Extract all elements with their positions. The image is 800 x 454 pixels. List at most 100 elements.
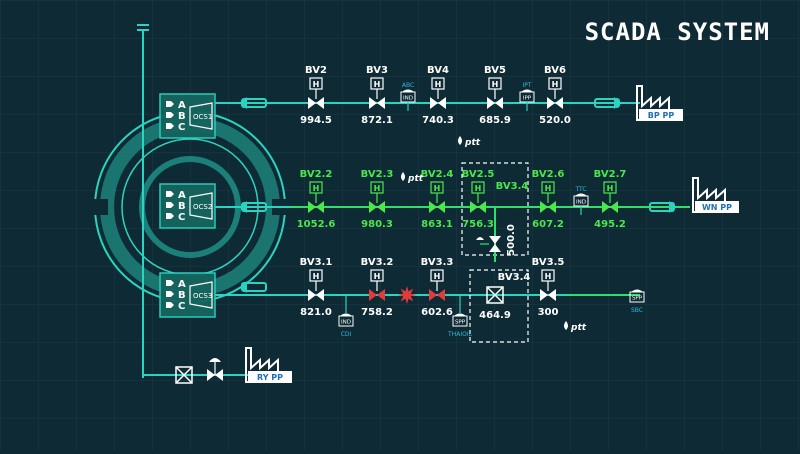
actuator-dome-icon — [209, 358, 221, 362]
page-title: SCADA SYSTEM — [584, 18, 770, 46]
block-valve-cross — [486, 286, 504, 304]
flow-direction-icon — [240, 281, 267, 293]
flow-arrow-icon — [166, 280, 174, 286]
ocs-id-label: OCS2 — [193, 203, 212, 211]
valve-value: 994.5 — [300, 115, 332, 126]
valve-value: 495.2 — [594, 219, 626, 230]
valve-label: BV2.6 — [532, 169, 565, 180]
bv34-section-box — [469, 269, 529, 343]
valve-actuator-letter: H — [374, 272, 381, 281]
valve-icon — [429, 201, 445, 213]
meter-box-label: IND — [341, 320, 351, 326]
meter-dome-icon — [521, 89, 533, 92]
valve-value: 300 — [538, 307, 559, 318]
valve-actuator-letter: H — [313, 184, 320, 193]
valve-icon — [369, 289, 385, 301]
valve-actuator-letter: H — [545, 272, 552, 281]
flow-arrow-icon — [166, 112, 174, 118]
ocs-panel-box — [159, 93, 216, 139]
block-valve-icon — [486, 286, 504, 304]
factory-icon — [692, 177, 726, 213]
valve-icon — [308, 289, 324, 301]
plant-label: WN PP — [702, 203, 732, 212]
valve-actuator-letter: H — [475, 184, 482, 193]
valve-label: BV2.4 — [421, 169, 454, 180]
valve-label: BV2.3 — [361, 169, 394, 180]
meter-tag-label: CDI — [341, 331, 352, 338]
valve-actuator-letter: H — [552, 80, 559, 89]
ocs-id-label: OCS3 — [193, 292, 212, 300]
valve-actuator-letter: H — [374, 80, 381, 89]
valve-value: 863.1 — [421, 219, 453, 230]
line3-valve[interactable]: BV3.2H 758.2 — [361, 257, 394, 318]
meter-dome-icon — [454, 313, 466, 316]
valve-icon — [369, 97, 385, 109]
ocs-channel-label: A — [178, 190, 186, 201]
valve-actuator-letter: H — [313, 272, 320, 281]
valve-icon — [540, 201, 556, 213]
flow-arrow-icon — [166, 291, 174, 297]
valve-actuator-letter: H — [545, 184, 552, 193]
actuator-dome-icon — [476, 237, 484, 240]
meter-dome-icon — [575, 193, 587, 196]
flow-direction-icon — [240, 201, 267, 213]
ptt-logo-text: ptt — [407, 174, 424, 184]
valve-value: 1052.6 — [297, 219, 336, 230]
valve-label: BV3.4 — [496, 181, 529, 192]
plant-label-bg — [695, 201, 739, 213]
ocs-channel-label: A — [178, 100, 186, 111]
factory-icon — [245, 347, 279, 383]
meter-tag-label: THAIOIL — [447, 331, 473, 338]
valve-actuator-letter: H — [435, 80, 442, 89]
flow-direction-icon — [594, 97, 621, 109]
ptt-logo: ptt — [564, 321, 587, 333]
bypass-valve-icon — [489, 236, 501, 252]
valve-value: 740.3 — [422, 115, 454, 126]
valve-icon — [487, 97, 503, 109]
ocs-channel-label: B — [178, 111, 186, 122]
valve-actuator-letter: H — [313, 80, 320, 89]
flow-arrow-icon — [166, 202, 174, 208]
valve-value: 758.2 — [361, 307, 393, 318]
flow-arrow-icon — [166, 123, 174, 129]
ocs-channel-label: A — [178, 279, 186, 290]
valve-label: BV3.2 — [361, 257, 394, 268]
power-plant: BP PP — [636, 85, 683, 121]
valve-label: BV3.4 — [498, 272, 531, 283]
valve-value: 520.0 — [539, 115, 571, 126]
valve-value: 602.6 — [421, 307, 453, 318]
factory-icon — [636, 85, 670, 121]
plant-label: RY PP — [257, 373, 283, 382]
valve-icon — [430, 97, 446, 109]
ocs-channel-label: C — [178, 212, 185, 223]
ocs-channel-label: C — [178, 122, 185, 133]
meter-tag-top: IPT — [522, 82, 531, 89]
valve-label: BV2 — [305, 65, 327, 76]
valve-icon — [308, 97, 324, 109]
block-valve-cross — [175, 366, 193, 384]
valve-actuator-letter: H — [434, 272, 441, 281]
compressor-icon — [189, 281, 213, 309]
valve-icon — [369, 201, 385, 213]
power-plant: WN PP — [692, 177, 739, 213]
compressor-icon — [189, 192, 213, 220]
